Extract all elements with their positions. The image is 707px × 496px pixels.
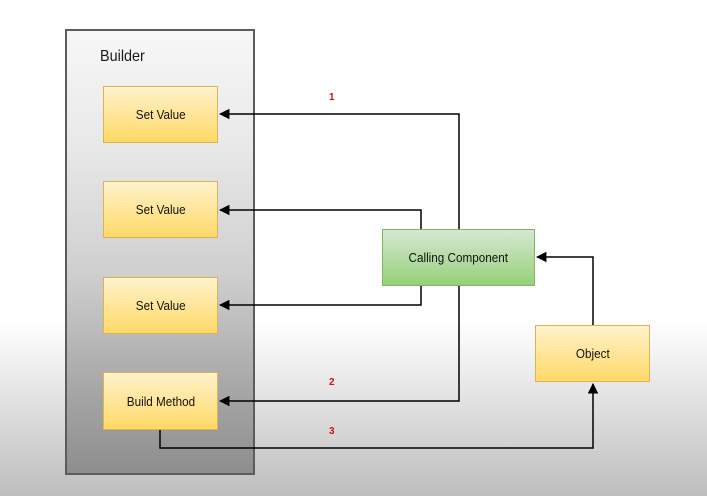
build-method-box: Build Method bbox=[103, 372, 218, 430]
arrow-object-to-calling-component bbox=[535, 251, 594, 325]
arrow-to-set-value-1 bbox=[218, 108, 460, 229]
arrow-to-set-value-3 bbox=[218, 286, 422, 311]
set-value-label-2: Set Value bbox=[135, 202, 186, 217]
step-number-2: 2 bbox=[329, 377, 335, 388]
arrow-to-set-value-2 bbox=[218, 204, 422, 229]
arrow-to-object bbox=[159, 382, 599, 449]
step-number-3: 3 bbox=[329, 426, 335, 437]
object-box: Object bbox=[535, 325, 650, 382]
set-value-box-2: Set Value bbox=[103, 181, 218, 238]
calling-component-label: Calling Component bbox=[408, 250, 509, 265]
step-number-1: 1 bbox=[329, 92, 335, 103]
set-value-box-3: Set Value bbox=[103, 277, 218, 334]
arrow-to-build-method bbox=[218, 286, 460, 407]
set-value-label-1: Set Value bbox=[135, 107, 186, 122]
build-method-label: Build Method bbox=[126, 393, 195, 409]
set-value-box-1: Set Value bbox=[103, 86, 218, 143]
calling-component-box: Calling Component bbox=[382, 229, 535, 286]
set-value-label-3: Set Value bbox=[135, 298, 186, 313]
builder-title: Builder bbox=[100, 48, 145, 65]
object-label: Object bbox=[575, 346, 610, 361]
